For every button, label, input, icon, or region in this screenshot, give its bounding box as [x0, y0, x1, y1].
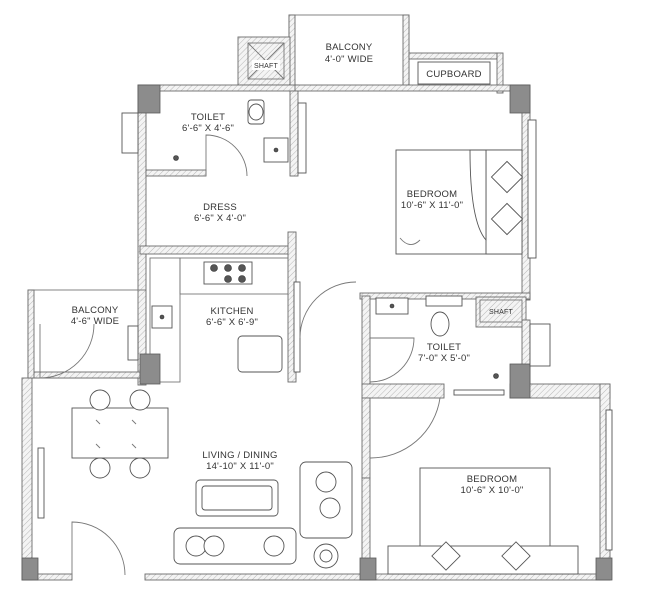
bedroom-1-name: BEDROOM: [407, 189, 458, 200]
shaft-right: SHAFT: [479, 299, 523, 323]
balcony-left-size: 4'-6" WIDE: [71, 316, 119, 327]
bedroom-2-bed: [387, 467, 579, 575]
living-size: 14'-10" X 11'-0": [206, 461, 274, 472]
toilet-2-size: 7'-0" X 5'-0": [418, 353, 470, 364]
toilet-1-size: 6'-6" X 4'-6": [182, 123, 234, 134]
shaft-top: SHAFT: [247, 42, 285, 80]
doors: [39, 134, 441, 576]
toilet-2-name: TOILET: [427, 342, 461, 353]
toilet-2-fixtures: [375, 295, 499, 379]
toilet-1-fixtures: [173, 99, 289, 163]
dress-name: DRESS: [203, 202, 237, 213]
bedroom-2-size: 10'-6" X 10'-0": [460, 485, 523, 496]
living-furniture: [173, 461, 353, 569]
kitchen-name: KITCHEN: [210, 306, 253, 317]
bedroom-1-size: 10'-6" X 11'-0": [401, 200, 463, 211]
kitchen-size: 6'-6" X 6'-9": [206, 317, 258, 328]
columns: [21, 84, 613, 581]
cupboard-label: CUPBOARD: [426, 69, 481, 80]
room-labels: BALCONY 4'-0" WIDE TOILET 6'-6" X 4'-6" …: [71, 42, 523, 496]
balcony-top-size: 4'-0" WIDE: [325, 54, 373, 65]
dining-set: [71, 389, 169, 479]
living-name: LIVING / DINING: [202, 450, 277, 461]
shaft-top-label: SHAFT: [254, 63, 278, 70]
balcony-top-name: BALCONY: [326, 42, 373, 53]
kitchen-fixtures: [127, 261, 283, 373]
balcony-left-name: BALCONY: [72, 305, 119, 316]
bedroom-1-bed: [395, 149, 524, 255]
toilet-1-name: TOILET: [191, 112, 225, 123]
windows: [37, 102, 613, 551]
cupboard: CUPBOARD: [417, 61, 491, 85]
shaft-right-label: SHAFT: [489, 309, 513, 316]
bedroom-2-name: BEDROOM: [467, 474, 518, 485]
walls: [21, 14, 611, 581]
dress-size: 6'-6" X 4'-0": [194, 213, 246, 224]
